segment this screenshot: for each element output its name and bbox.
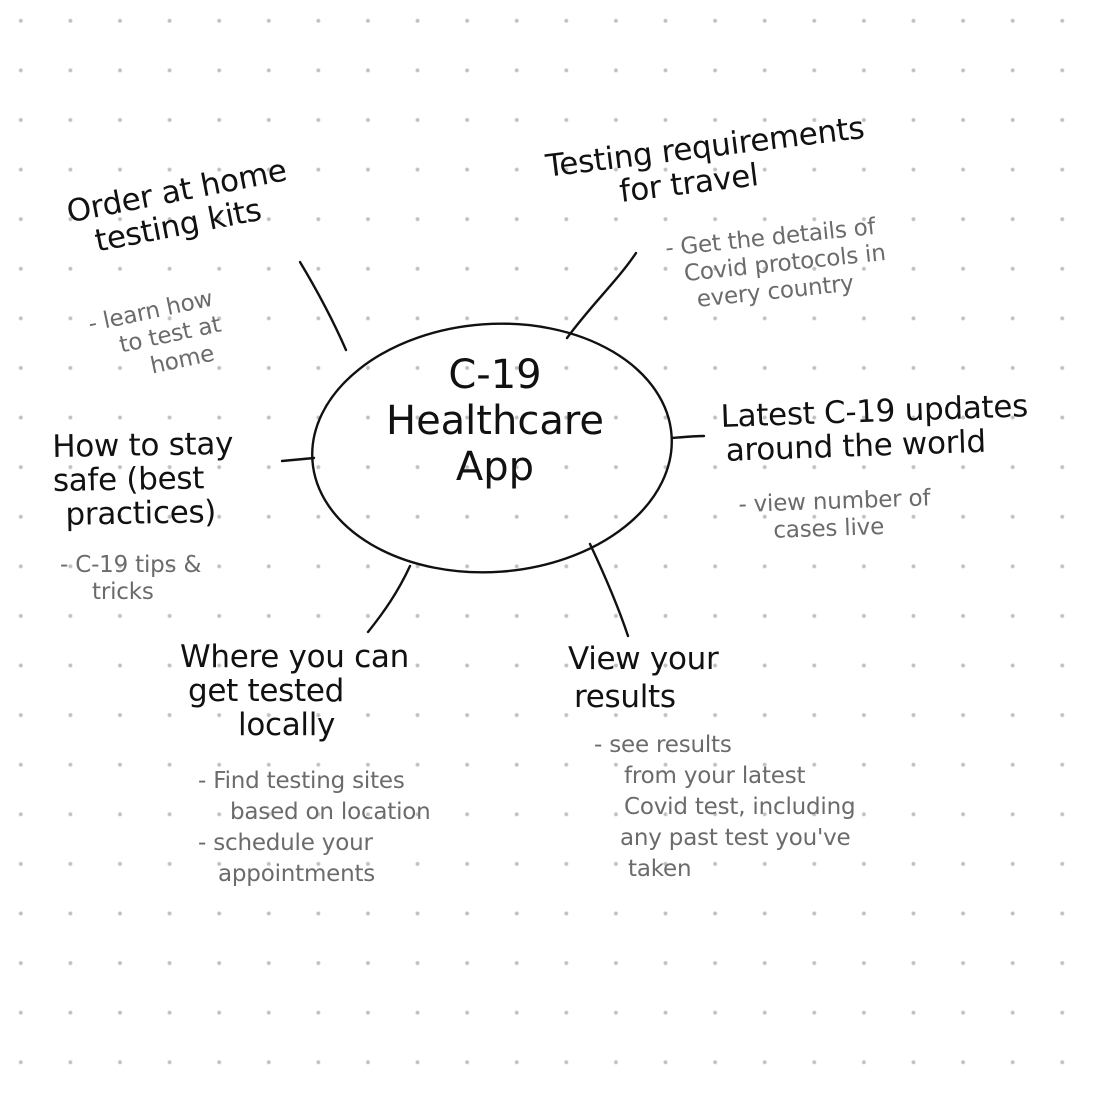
center-node-label: C-19 Healthcare App: [330, 352, 660, 490]
branch-note-line: - C-19 tips &: [60, 552, 202, 578]
connector-safe: [280, 456, 316, 463]
branch-title-line: locally: [238, 707, 336, 743]
branch-note-safe: - C-19 tips & tricks: [60, 552, 201, 606]
branch-title-line: results: [574, 679, 676, 715]
branch-note-line: - see results: [594, 732, 732, 758]
branch-note-line: - schedule your: [198, 830, 373, 856]
branch-title-line: View your: [568, 641, 719, 677]
branch-title-line: Where you can: [180, 639, 409, 675]
branch-note-line: appointments: [218, 861, 376, 887]
branch-note-line: taken: [628, 856, 692, 882]
branch-note-line: - Find testing sites: [198, 768, 405, 794]
branch-note-line: from your latest: [624, 763, 806, 789]
branch-title-line: get tested: [188, 673, 345, 709]
connector-travel: [565, 251, 638, 340]
connector-order: [298, 260, 348, 352]
branch-title-updates: Latest C-19 updates around the world: [720, 388, 1030, 469]
branch-title-safe: How to stay safe (best practices): [51, 425, 235, 533]
branch-note-results: - see results from your latest Covid tes…: [594, 730, 856, 885]
branch-note-updates: - view number of cases live: [738, 485, 932, 546]
branch-title-local: Where you can get tested locally: [180, 640, 409, 742]
branch-title-line: practices): [65, 494, 217, 533]
center-oval: [311, 322, 673, 574]
branch-note-line: tricks: [92, 579, 154, 605]
branch-note-line: Covid test, including: [624, 794, 856, 820]
center-line: Healthcare: [385, 398, 605, 444]
branch-note-line: based on location: [230, 799, 431, 825]
branch-note-local: - Find testing sites based on location -…: [198, 766, 431, 890]
branch-title-line: How to stay: [51, 425, 234, 465]
connector-local: [366, 564, 412, 634]
center-line: C-19: [448, 352, 542, 398]
center-line: App: [455, 444, 535, 490]
branch-note-line: any past test you've: [620, 825, 851, 851]
connector-updates: [670, 434, 706, 440]
connector-results: [588, 542, 630, 638]
branch-title-results: View your results: [568, 640, 719, 716]
branch-title-line: safe (best: [52, 460, 205, 499]
